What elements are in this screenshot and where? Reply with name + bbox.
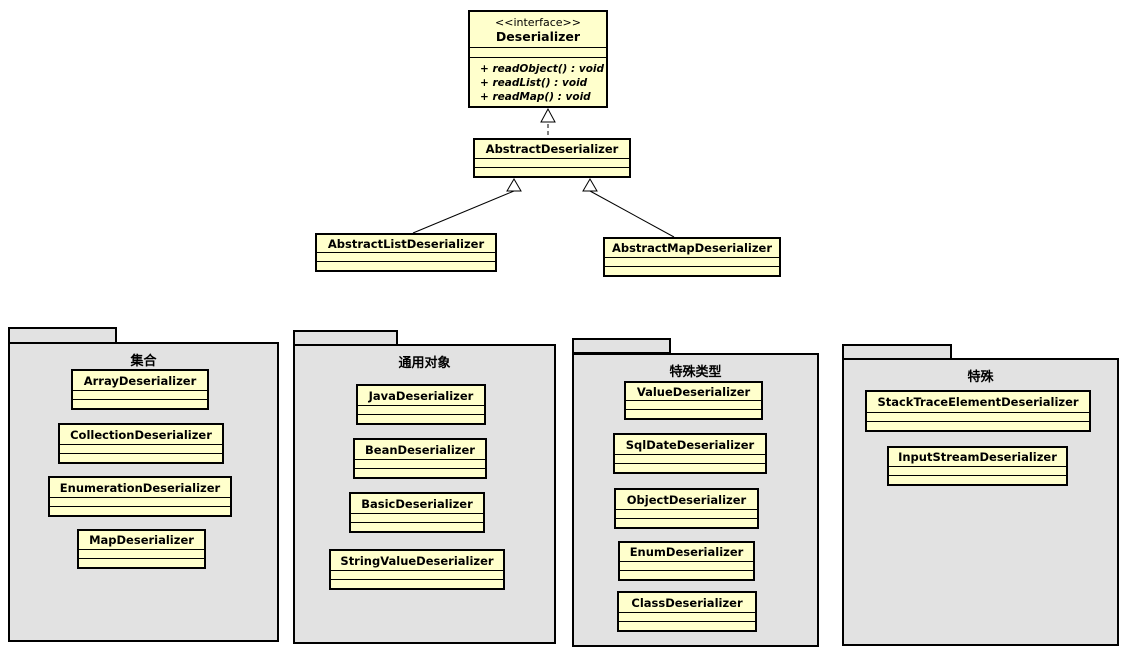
package-label: 通用对象 <box>398 356 451 371</box>
class-box-deserializer-interface: <<interface>> Deserializer + readObject(… <box>468 10 608 108</box>
attributes-compartment <box>331 570 503 579</box>
operations-compartment <box>475 167 629 176</box>
generalization-triangle-icon <box>582 178 598 192</box>
operations-compartment <box>351 522 483 531</box>
class-name: EnumDeserializer <box>629 545 744 559</box>
class-box-javadeserializer: JavaDeserializer <box>356 384 486 425</box>
method-readobject: + readObject() : void <box>480 63 605 75</box>
class-name: CollectionDeserializer <box>70 427 212 442</box>
operations-compartment <box>358 414 484 423</box>
class-box-valuedeserializer: ValueDeserializer <box>624 381 763 420</box>
class-box-classdeserializer: ClassDeserializer <box>617 591 757 632</box>
class-box-stringvaluedeserializer: StringValueDeserializer <box>329 549 505 590</box>
operations-compartment <box>620 570 753 579</box>
realization-triangle-icon <box>540 107 556 123</box>
attributes-compartment <box>615 454 765 463</box>
operations-compartment <box>616 518 757 527</box>
class-box-abstractdeserializer: AbstractDeserializer <box>473 138 631 178</box>
attributes-compartment <box>317 252 495 261</box>
operations-compartment <box>615 463 765 472</box>
method-readlist: + readList() : void <box>480 77 588 89</box>
operations-compartment <box>355 468 485 477</box>
operations-compartment <box>73 399 207 408</box>
interface-header: <<interface>> Deserializer <box>470 12 606 44</box>
class-name: ClassDeserializer <box>631 595 743 610</box>
class-name: StackTraceElementDeserializer <box>877 395 1079 409</box>
operations-compartment <box>317 261 495 270</box>
attributes-compartment <box>605 257 779 266</box>
interface-stereotype: <<interface>> <box>495 16 581 29</box>
operations-compartment: + readObject() : void + readList() : voi… <box>470 57 606 106</box>
operations-compartment <box>867 421 1089 430</box>
class-box-beandeserializer: BeanDeserializer <box>353 438 487 479</box>
attributes-compartment <box>620 561 753 570</box>
package-label: 特殊 <box>967 370 994 385</box>
class-name: JavaDeserializer <box>368 388 474 403</box>
class-name: AbstractDeserializer <box>485 142 619 156</box>
class-box-abstractmapdeserializer: AbstractMapDeserializer <box>603 237 781 277</box>
class-name: EnumerationDeserializer <box>59 480 221 495</box>
class-name: AbstractListDeserializer <box>327 236 485 251</box>
attributes-compartment <box>358 405 484 414</box>
class-box-collectiondeserializer: CollectionDeserializer <box>58 423 224 464</box>
class-box-sqldatedeserializer: SqlDateDeserializer <box>613 433 767 474</box>
operations-compartment <box>889 475 1066 484</box>
attributes-compartment <box>79 549 204 558</box>
class-name: ObjectDeserializer <box>626 492 747 507</box>
attributes-compartment <box>60 444 222 453</box>
generalization-line-list <box>412 190 515 234</box>
attributes-compartment <box>889 466 1066 475</box>
operations-compartment <box>79 558 204 567</box>
class-box-enumdeserializer: EnumDeserializer <box>618 541 755 581</box>
method-readmap: + readMap() : void <box>480 91 591 103</box>
class-name: SqlDateDeserializer <box>625 437 755 452</box>
attributes-compartment <box>50 497 230 506</box>
class-box-basicdeserializer: BasicDeserializer <box>349 492 485 533</box>
attributes-compartment <box>867 412 1089 421</box>
attributes-compartment <box>475 158 629 167</box>
class-name: StringValueDeserializer <box>340 553 494 568</box>
interface-name: Deserializer <box>495 29 581 44</box>
operations-compartment <box>50 506 230 515</box>
class-name: ValueDeserializer <box>636 384 751 399</box>
operations-compartment <box>619 621 755 630</box>
attributes-compartment <box>73 390 207 399</box>
operations-compartment <box>605 266 779 275</box>
class-name: BeanDeserializer <box>365 442 475 457</box>
class-name: InputStreamDeserializer <box>898 450 1057 464</box>
operations-compartment <box>626 409 761 418</box>
attributes-compartment <box>619 612 755 621</box>
package-label: 集合 <box>130 354 157 369</box>
class-box-objectdeserializer: ObjectDeserializer <box>614 488 759 529</box>
class-name: ArrayDeserializer <box>83 373 197 388</box>
operations-compartment <box>331 579 503 588</box>
attributes-compartment <box>616 509 757 518</box>
attributes-compartment <box>626 400 761 409</box>
class-name: BasicDeserializer <box>361 496 473 511</box>
generalization-triangle-icon <box>506 178 522 192</box>
class-box-inputstreamdeserializer: InputStreamDeserializer <box>887 446 1068 486</box>
class-name: MapDeserializer <box>89 533 194 547</box>
class-box-stacktraceelementdeserializer: StackTraceElementDeserializer <box>865 390 1091 432</box>
class-box-enumerationdeserializer: EnumerationDeserializer <box>48 476 232 517</box>
generalization-line-map <box>589 190 675 238</box>
class-box-arraydeserializer: ArrayDeserializer <box>71 369 209 410</box>
class-name: AbstractMapDeserializer <box>611 241 773 255</box>
class-box-abstractlistdeserializer: AbstractListDeserializer <box>315 233 497 272</box>
package-label: 特殊类型 <box>669 365 722 380</box>
attributes-compartment <box>351 513 483 522</box>
package-tab <box>572 338 671 354</box>
attributes-compartment <box>355 459 485 468</box>
operations-compartment <box>60 453 222 462</box>
class-box-mapdeserializer: MapDeserializer <box>77 529 206 569</box>
attributes-compartment <box>470 47 606 57</box>
